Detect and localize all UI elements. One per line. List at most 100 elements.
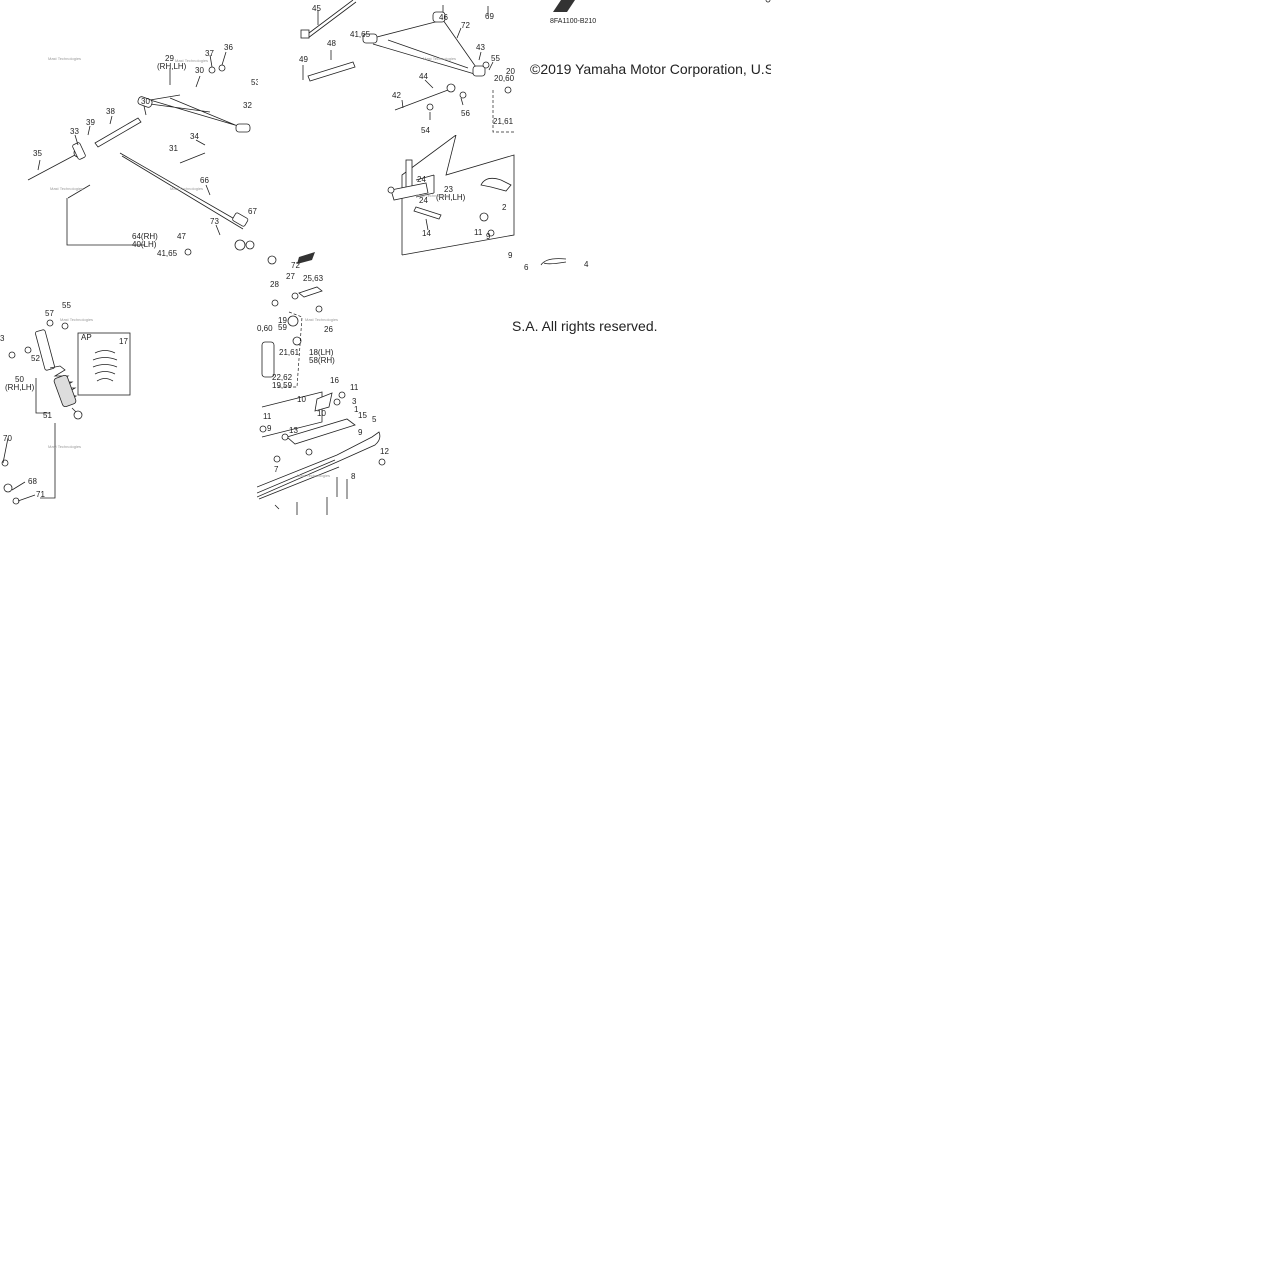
callout-label: 20,60: [494, 74, 515, 83]
watermark: Mast Technologies: [416, 193, 449, 198]
callout-label: 35: [33, 149, 42, 158]
callout-label: 9: [486, 232, 491, 241]
callout-label: 39: [86, 118, 95, 127]
callout-label: 34: [190, 132, 199, 141]
callout-label: 1: [354, 405, 359, 414]
callout-label: 17: [119, 337, 128, 346]
callout-label: 68: [28, 477, 37, 486]
callout-label: 55: [62, 301, 71, 310]
callout-label: 42: [392, 91, 401, 100]
callout-label: 21,61: [493, 117, 514, 126]
callout-label: 40(LH): [132, 240, 157, 249]
callout-label: 6: [524, 263, 529, 270]
callout-label: 53: [251, 78, 258, 87]
copyright-part-1: ©2019 Yamaha Motor Corporation, U.S: [530, 61, 771, 77]
callout-label: 33: [70, 127, 79, 136]
callout-label: 12: [380, 447, 389, 456]
callout-label: 30: [195, 66, 204, 75]
diagram-tile-middle: 24 23 (RH,LH) 24 11 9 2 14 9 6 4 Mast Te…: [386, 135, 592, 270]
diagram-tile-bottom-middle: 72 27 25,63 28 0,60 19 59 26 21,61 18(LH…: [257, 247, 393, 515]
callout-label: 16: [330, 376, 339, 385]
watermark: Mast Technologies: [175, 58, 208, 63]
callout-label: 29: [165, 54, 174, 63]
copyright-text: ©2019 Yamaha Motor Corporation, U.S: [530, 61, 771, 77]
callout-label: 43: [476, 43, 485, 52]
diagram-tile-bottom-left: 55 57 3 52 AP 17 50 (RH,LH) 51 70 68 71 …: [0, 258, 135, 514]
callout-label: 10: [317, 409, 326, 418]
callout-label: 26: [324, 325, 333, 334]
watermark: Mast Technologies: [50, 186, 83, 191]
callout-label: 45: [312, 4, 321, 13]
callout-label: 20: [506, 67, 515, 76]
watermark: Mast Technologies: [170, 186, 203, 191]
callout-label: (RH,LH): [157, 62, 187, 71]
callout-label: 28: [270, 280, 279, 289]
callout-label: 51: [43, 411, 52, 420]
callout-label: 11: [350, 383, 359, 392]
callout-label: 19,59: [272, 381, 293, 390]
callout-label: 9: [358, 428, 363, 437]
callout-label: 47: [177, 232, 186, 241]
callout-label: 37: [205, 49, 214, 58]
callout-label: 9: [508, 251, 513, 260]
diagram-tile-top-left: 29 (RH,LH) 37 36 30 30 38 39 33 35 32 34…: [0, 0, 258, 258]
callout-label: 66: [200, 176, 209, 185]
callout-label: 41,65: [350, 30, 371, 39]
callout-label: 24: [419, 196, 428, 205]
callout-label: 52: [31, 354, 40, 363]
callout-label: 25,63: [303, 274, 324, 283]
callout-label: 3: [0, 334, 5, 343]
watermark: Mast Technologies: [60, 317, 93, 322]
callout-label: 41,65: [157, 249, 178, 258]
callout-label: 30: [141, 97, 150, 106]
callout-label: AP: [81, 333, 92, 342]
callout-label: 46: [439, 13, 448, 22]
callout-label: 38: [106, 107, 115, 116]
callout-label: 59: [278, 323, 287, 332]
callout-label: 72: [461, 21, 470, 30]
callout-label: 31: [169, 144, 178, 153]
callout-label: 36: [224, 43, 233, 52]
callout-label: 27: [286, 272, 295, 281]
callout-label: 13: [289, 426, 298, 435]
callout-label: 44: [419, 72, 428, 81]
diagram-code: 8FA1100-B210: [550, 18, 596, 25]
callout-label: (RH,LH): [436, 193, 466, 202]
callout-label: 0,60: [257, 324, 273, 333]
callout-label: 57: [45, 309, 54, 318]
callout-label: 67: [248, 207, 257, 216]
diagram-tile-top-right: 8FA1100-B210: [515, 0, 771, 90]
callout-label: 15: [358, 411, 367, 420]
watermark: Mast Technologies: [305, 317, 338, 322]
watermark: Mast Technologies: [48, 444, 81, 449]
callout-label: 7: [274, 465, 279, 474]
callout-label: 22,62: [272, 373, 293, 382]
callout-label: 24: [417, 175, 426, 184]
callout-label: 56: [461, 109, 470, 118]
callout-label: 71: [36, 490, 45, 499]
callout-label: 50: [15, 375, 24, 384]
callout-label: 2: [502, 203, 507, 212]
callout-label: 8: [351, 472, 356, 481]
callout-label: 64(RH): [132, 232, 158, 241]
callout-label: 69: [485, 12, 494, 21]
callout-label: 58(RH): [309, 356, 335, 365]
callout-label: 18(LH): [309, 348, 334, 357]
callout-label: 49: [299, 55, 308, 64]
callout-label: 55: [491, 54, 500, 63]
callout-label: 23: [444, 185, 453, 194]
callout-label: (RH,LH): [5, 383, 35, 392]
copyright-part-2: S.A. All rights reserved.: [512, 318, 658, 334]
callout-label: 73: [210, 217, 219, 226]
callout-label: 70: [3, 434, 12, 443]
callout-label: 11: [474, 228, 483, 237]
callout-label: 4: [584, 260, 589, 269]
watermark: Mast Technologies: [423, 56, 456, 61]
callout-label: 9: [267, 424, 272, 433]
diagram-tile-top-middle: 45 46 72 69 41,65 48 49 43 55 20 20,60 4…: [293, 0, 515, 135]
watermark: Mast Technologies: [297, 473, 330, 478]
callout-label: 19: [278, 316, 287, 325]
callout-label: 32: [243, 101, 252, 110]
callout-label: 3: [352, 397, 357, 406]
callout-label: 48: [327, 39, 336, 48]
